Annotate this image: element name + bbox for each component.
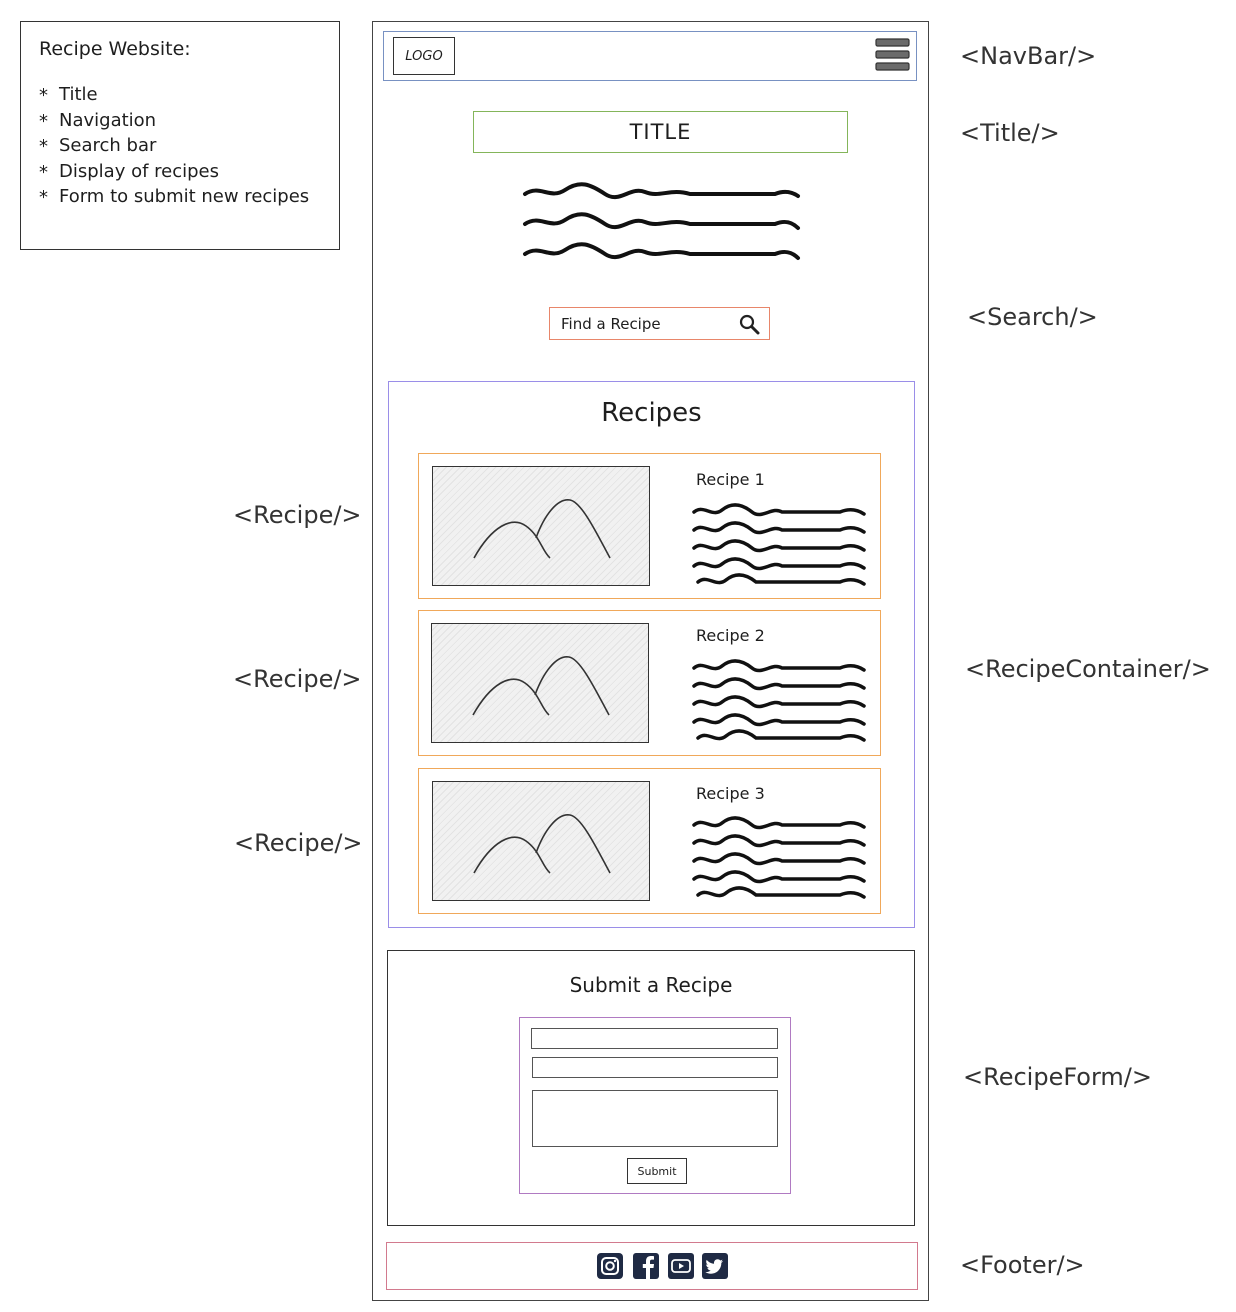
label-navbar: <NavBar/>: [960, 42, 1097, 70]
search-input[interactable]: Find a Recipe: [549, 307, 770, 340]
phone-frame: [372, 21, 929, 1301]
recipe-card[interactable]: [418, 610, 881, 756]
image-placeholder-icon: [473, 814, 611, 874]
label-recipe: <Recipe/>: [234, 829, 363, 857]
recipe-name: Recipe 2: [696, 626, 765, 645]
recipe-container: [388, 381, 915, 928]
label-title: <Title/>: [960, 119, 1060, 147]
instagram-icon[interactable]: [597, 1253, 623, 1279]
recipe-description-placeholder: [692, 659, 866, 742]
notes-item: Navigation: [39, 108, 321, 133]
notes-item: Display of recipes: [39, 159, 321, 184]
page-title: TITLE: [473, 111, 848, 153]
recipe-card[interactable]: [418, 453, 881, 599]
image-placeholder-icon: [473, 499, 611, 559]
notes-list: Title Navigation Search bar Display of r…: [39, 82, 321, 210]
label-search: <Search/>: [967, 303, 1098, 331]
search-icon[interactable]: [738, 313, 760, 335]
label-recipe-container: <RecipeContainer/>: [965, 655, 1211, 683]
notes-item: Search bar: [39, 133, 321, 159]
notes-box: Recipe Website: Title Navigation Search …: [20, 21, 340, 250]
recipe-name: Recipe 1: [696, 470, 765, 489]
navbar: [383, 31, 917, 81]
submit-recipe-section: [387, 950, 915, 1226]
recipe-title-field[interactable]: [531, 1028, 778, 1049]
image-placeholder-icon: [472, 656, 610, 716]
notes-title: Recipe Website:: [39, 38, 191, 60]
label-recipe: <Recipe/>: [233, 501, 362, 529]
recipe-ingredients-field[interactable]: [532, 1057, 778, 1078]
form-heading: Submit a Recipe: [569, 973, 733, 997]
recipe-form: [519, 1017, 791, 1194]
hamburger-menu-icon[interactable]: [875, 38, 910, 71]
search-placeholder: Find a Recipe: [561, 314, 661, 333]
description-placeholder: [523, 182, 800, 260]
youtube-icon[interactable]: [668, 1253, 694, 1279]
label-footer: <Footer/>: [960, 1251, 1085, 1279]
notes-item: Form to submit new recipes: [39, 184, 321, 210]
twitter-icon[interactable]: [702, 1253, 728, 1279]
logo[interactable]: LOGO: [393, 37, 455, 75]
label-recipe-form: <RecipeForm/>: [963, 1063, 1152, 1091]
recipe-instructions-textarea[interactable]: [532, 1090, 778, 1147]
footer: [386, 1242, 918, 1290]
label-recipe: <Recipe/>: [233, 665, 362, 693]
submit-button[interactable]: Submit: [627, 1158, 687, 1184]
notes-item: Title: [39, 82, 321, 108]
recipe-name: Recipe 3: [696, 784, 765, 803]
recipe-description-placeholder: [692, 816, 866, 899]
facebook-icon[interactable]: [633, 1253, 659, 1279]
recipe-description-placeholder: [692, 503, 866, 586]
recipe-card[interactable]: [418, 768, 881, 914]
recipes-heading: Recipes: [601, 398, 702, 428]
